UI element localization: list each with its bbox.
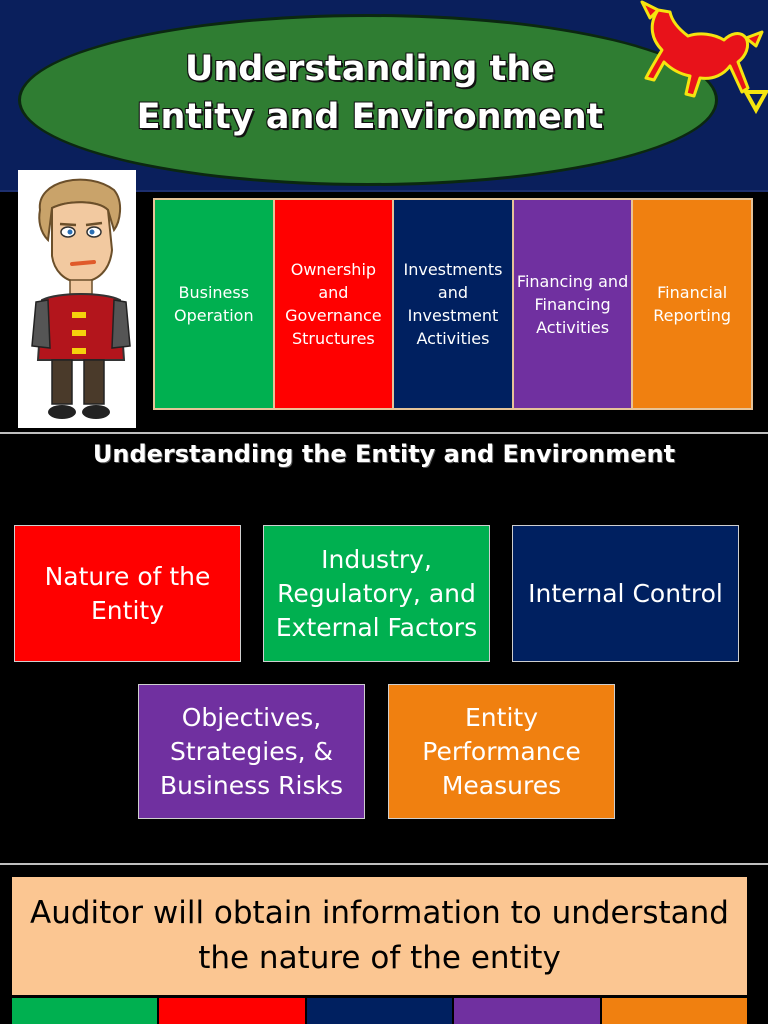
box-label: Financial Reporting xyxy=(653,283,732,325)
box-label: Industry, Regulatory, and External Facto… xyxy=(275,544,478,642)
industry-factors-box: Industry, Regulatory, and External Facto… xyxy=(263,525,490,662)
cartoon-character-avatar xyxy=(18,170,136,428)
strip-segment xyxy=(601,998,748,1024)
box-label: Business Operation xyxy=(173,283,254,325)
financing-box: Financing and Financing Activities xyxy=(513,200,634,408)
box-label: Investments and Investment Activities xyxy=(403,260,503,348)
activities-row: Business Operation Ownership and Governa… xyxy=(153,198,753,410)
strip-segment xyxy=(159,998,307,1024)
divider xyxy=(0,432,768,434)
divider xyxy=(0,863,768,865)
strip-segment xyxy=(12,998,160,1024)
page-title: Understanding the Entity and Environment xyxy=(40,45,700,141)
title-ellipse xyxy=(18,14,718,186)
title-line-1: Understanding the xyxy=(184,49,556,89)
nature-of-entity-box: Nature of the Entity xyxy=(14,525,241,662)
box-label: Nature of the Entity xyxy=(44,561,211,625)
title-line-2: Entity and Environment xyxy=(136,97,604,137)
strip-segment xyxy=(306,998,455,1024)
section-heading: Understanding the Entity and Environment xyxy=(92,440,676,468)
box-label: Financing and Financing Activities xyxy=(516,271,629,337)
business-operation-box: Business Operation xyxy=(155,200,275,408)
dragon-logo-icon xyxy=(640,0,768,115)
internal-control-box: Internal Control xyxy=(512,525,739,662)
color-strip xyxy=(12,998,748,1024)
ownership-governance-box: Ownership and Governance Structures xyxy=(274,200,395,408)
box-label: Internal Control xyxy=(528,578,723,608)
box-label: Objectives, Strategies, & Business Risks xyxy=(159,702,344,800)
note-text: Auditor will obtain information to under… xyxy=(30,895,729,976)
box-label: Entity Performance Measures xyxy=(422,702,581,800)
performance-measures-box: Entity Performance Measures xyxy=(388,684,615,819)
box-label: Ownership and Governance Structures xyxy=(285,260,382,348)
auditor-note: Auditor will obtain information to under… xyxy=(12,877,747,995)
objectives-strategies-box: Objectives, Strategies, & Business Risks xyxy=(138,684,365,819)
strip-segment xyxy=(454,998,602,1024)
investments-box: Investments and Investment Activities xyxy=(394,200,514,408)
financial-reporting-box: Financial Reporting xyxy=(633,200,751,408)
